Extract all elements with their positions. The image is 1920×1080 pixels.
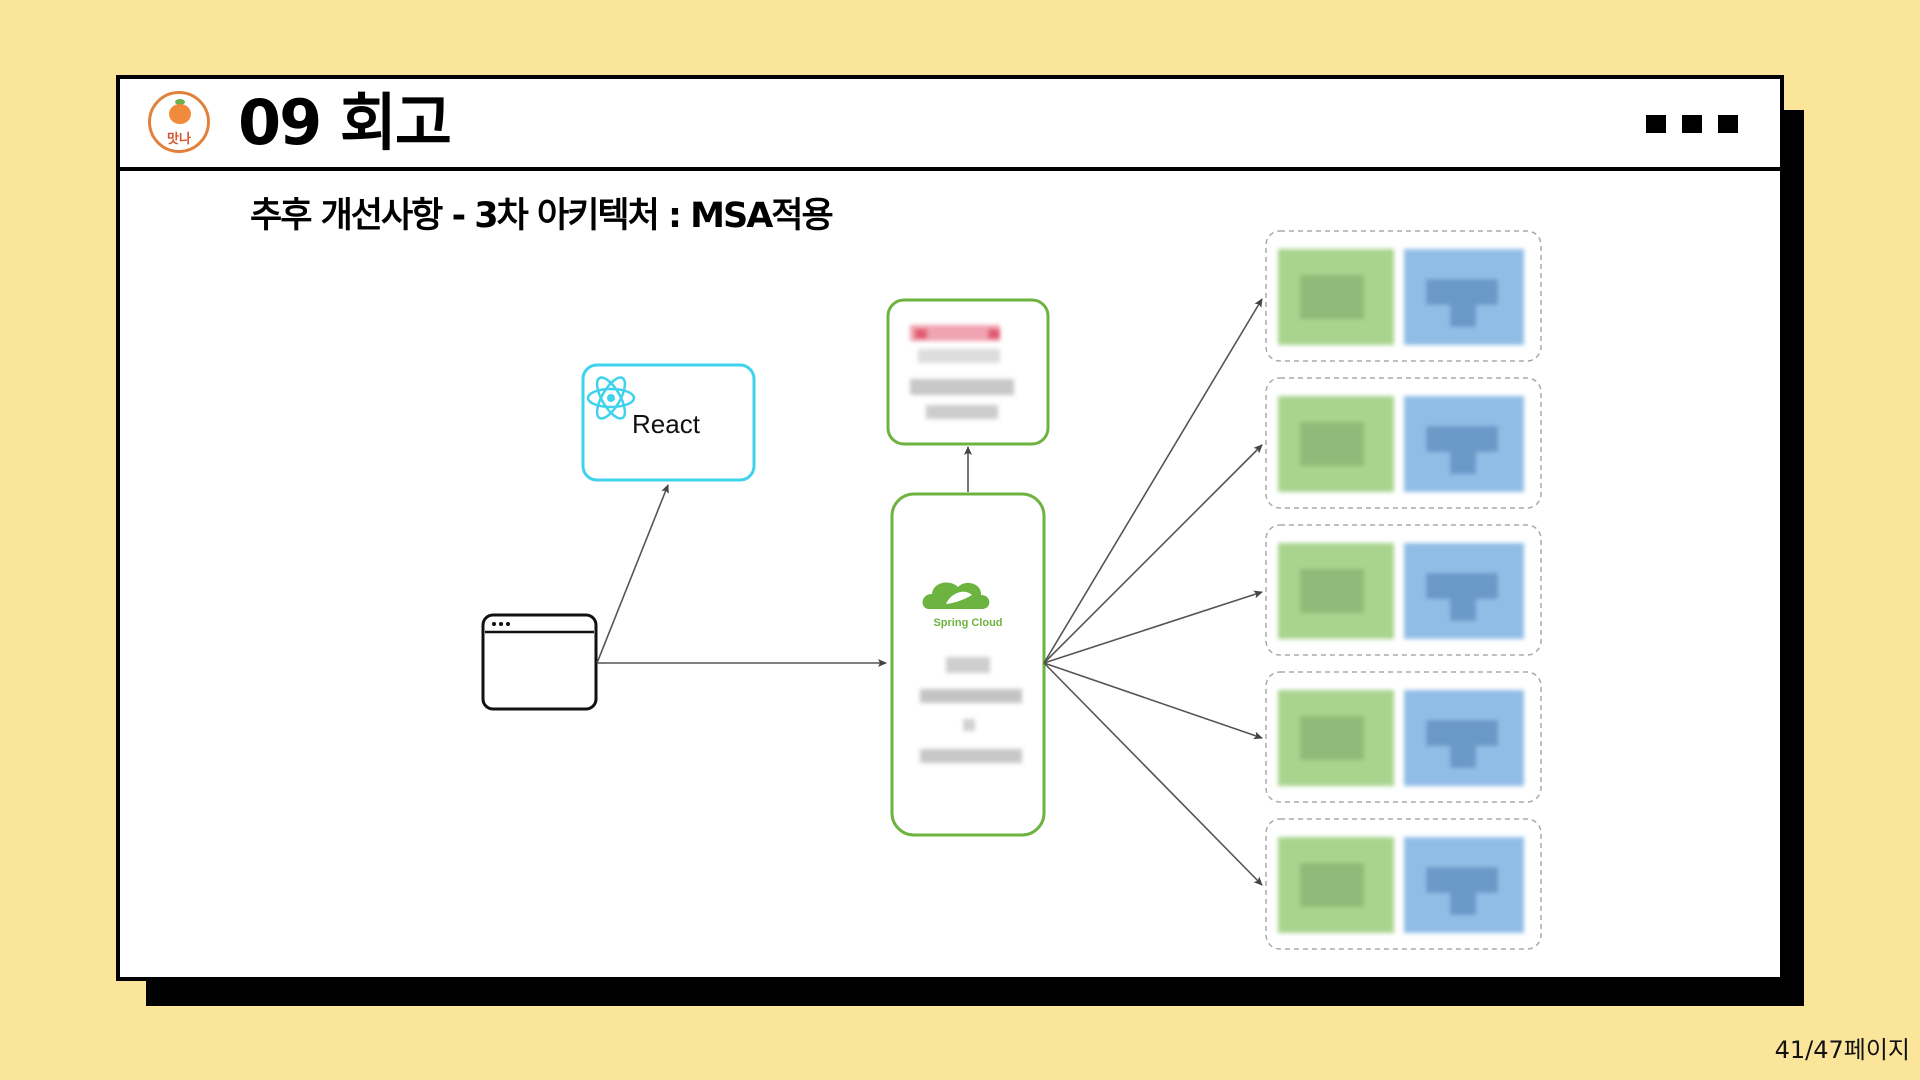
react-node: React bbox=[581, 363, 756, 482]
config-server-node bbox=[886, 298, 1050, 446]
slide: 맛나 09 회고 추후 개선사항 - 3차 아키텍처 : MSA적용 bbox=[116, 75, 1784, 981]
spring-cloud-logo-icon bbox=[922, 582, 990, 609]
spring-cloud-node: Spring Cloud bbox=[890, 492, 1046, 837]
edge-gateway-service-1 bbox=[1043, 298, 1263, 664]
dot-icon bbox=[1646, 115, 1666, 133]
architecture-diagram: React Spring Cloud bbox=[481, 230, 1542, 950]
service-node bbox=[1265, 671, 1542, 803]
slide-subtitle: 추후 개선사항 - 3차 아키텍처 : MSA적용 bbox=[250, 196, 834, 236]
page-title: 09 회고 bbox=[238, 86, 452, 159]
slide-header: 맛나 09 회고 bbox=[120, 79, 1780, 171]
blurred-content bbox=[920, 657, 1022, 763]
dot-icon bbox=[1682, 115, 1702, 133]
browser-window-icon bbox=[481, 613, 598, 711]
window-dots bbox=[1646, 115, 1738, 133]
react-label: React bbox=[632, 409, 701, 439]
edge-gateway-service-3 bbox=[1043, 590, 1263, 664]
edge-browser-react bbox=[596, 484, 669, 664]
service-node bbox=[1265, 818, 1542, 950]
react-logo-icon bbox=[586, 376, 636, 420]
edge-gateway-service-4 bbox=[1043, 662, 1263, 740]
edge-gateway-service-5 bbox=[1043, 662, 1263, 886]
connector-lines bbox=[596, 298, 1263, 886]
logo: 맛나 bbox=[148, 91, 210, 153]
logo-fruit-icon bbox=[169, 104, 191, 124]
dot-icon bbox=[1718, 115, 1738, 133]
edge-gateway-service-2 bbox=[1043, 444, 1263, 664]
service-node bbox=[1265, 377, 1542, 509]
page-indicator: 41/47페이지 bbox=[1774, 1036, 1910, 1064]
blurred-content bbox=[910, 325, 1014, 419]
spring-cloud-label: Spring Cloud bbox=[933, 617, 1002, 629]
service-node bbox=[1265, 524, 1542, 656]
logo-text: 맛나 bbox=[167, 132, 191, 147]
service-node bbox=[1265, 230, 1542, 362]
logo-leaf-icon bbox=[175, 99, 185, 105]
